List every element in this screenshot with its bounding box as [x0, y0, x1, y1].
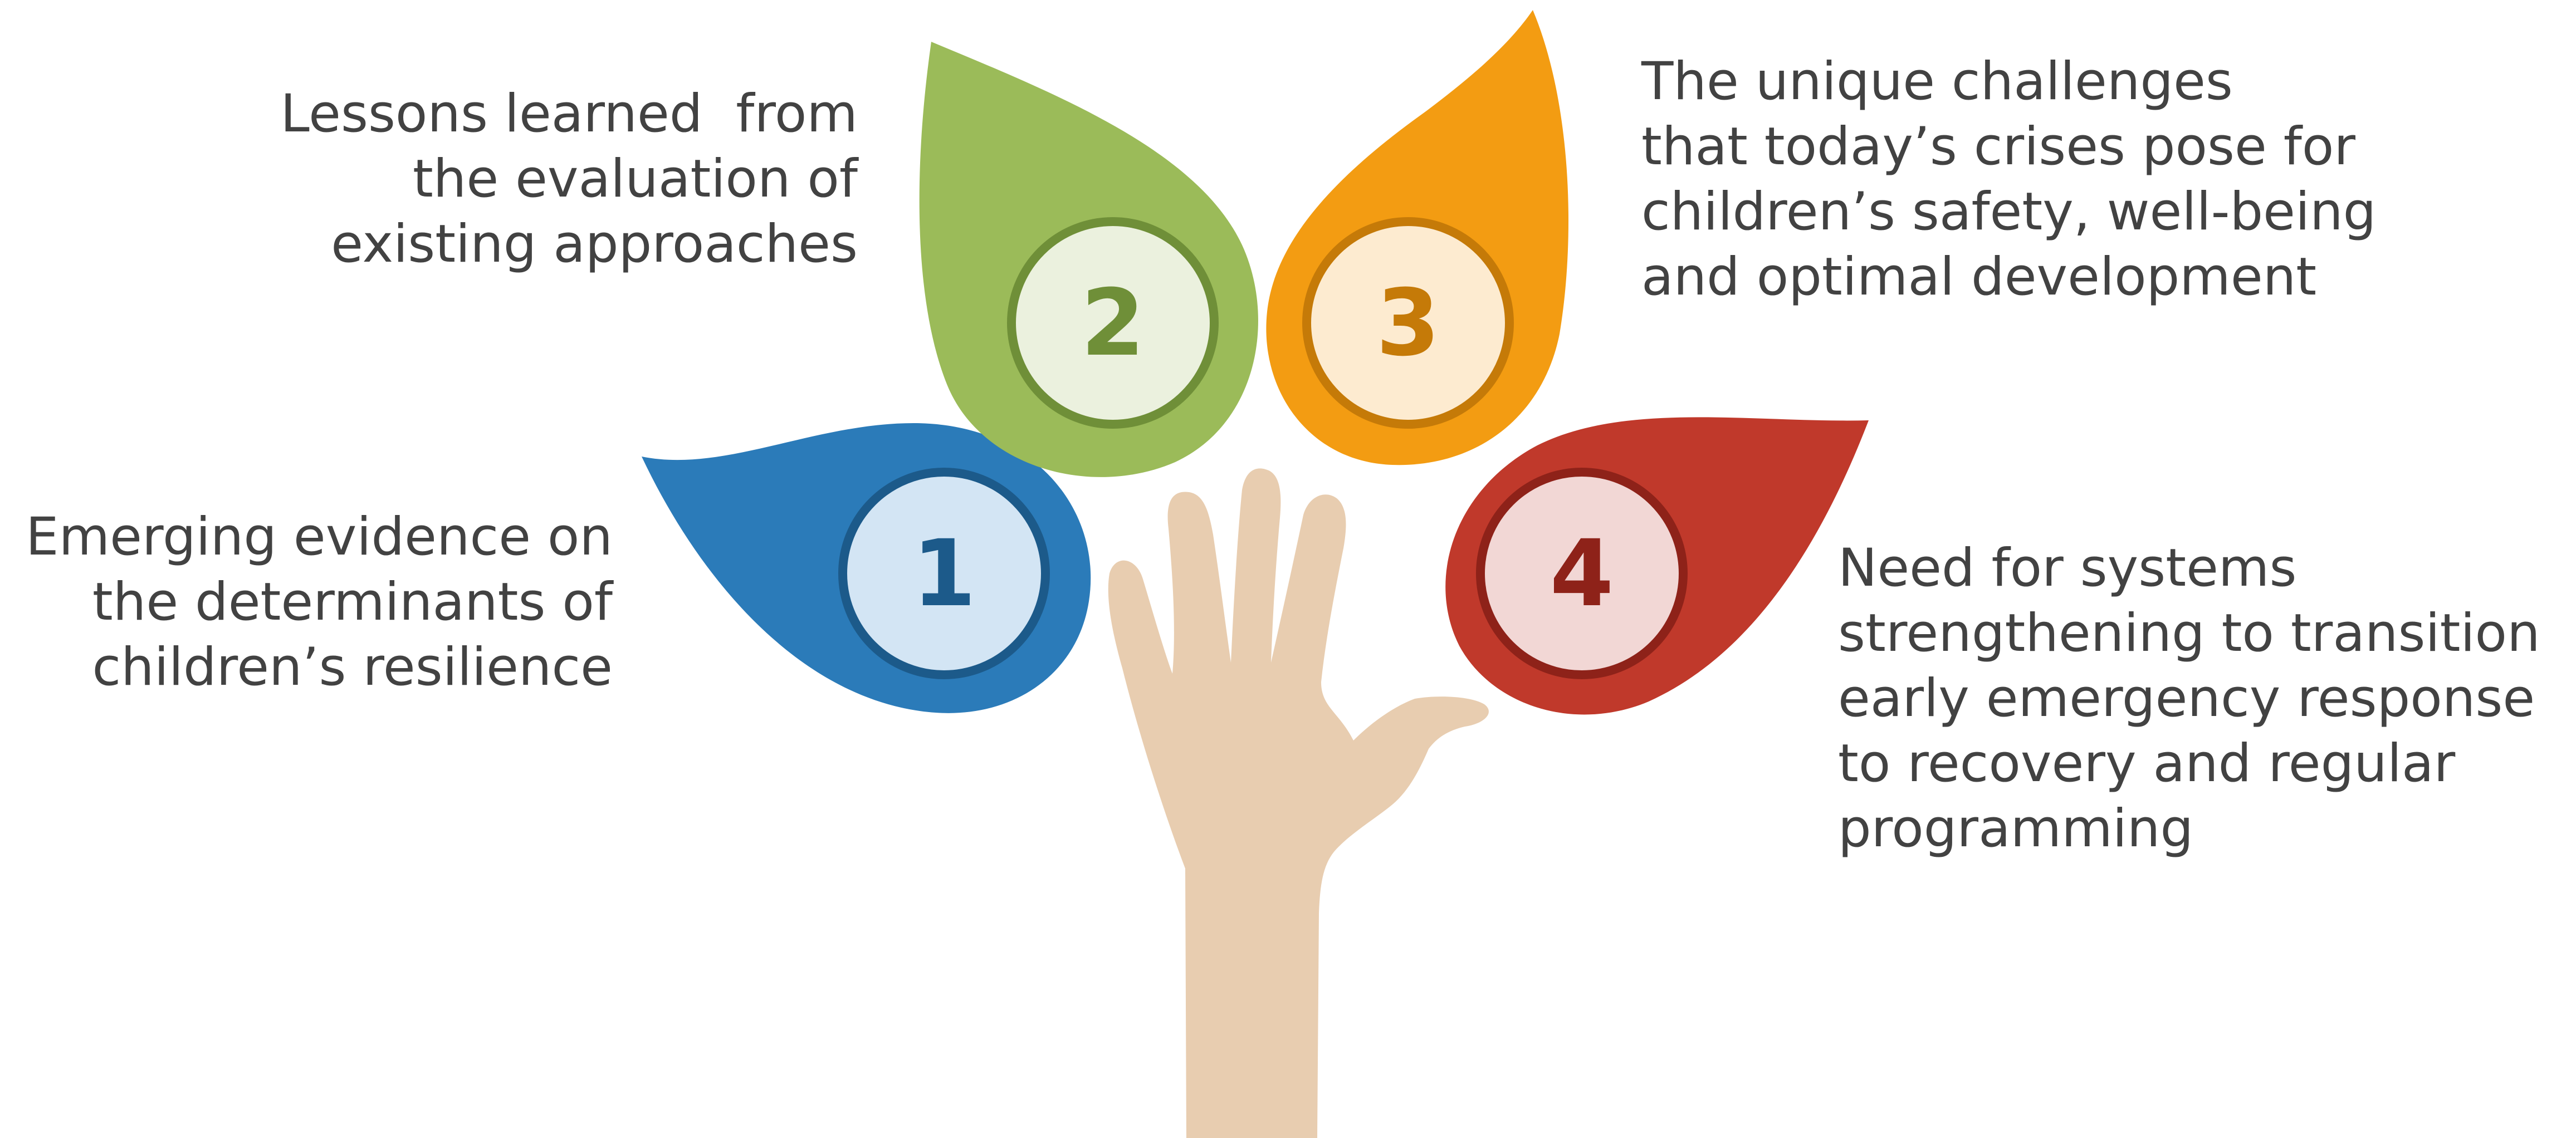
number-circle-3 — [1302, 217, 1514, 429]
caption-4-line-5: programming — [1838, 798, 2194, 859]
petal-2: 2 — [919, 42, 1258, 477]
caption-4-line-4: to recovery and regular — [1838, 733, 2456, 794]
caption-3-line-3: children’s safety, well-being — [1641, 182, 2377, 242]
number-label-2: 2 — [1081, 269, 1145, 376]
number-label-1: 1 — [912, 520, 976, 627]
caption-3-line-2: that today’s crises pose for — [1641, 116, 2355, 177]
caption-2-line-3: existing approaches — [331, 214, 858, 274]
caption-4-line-3: early emergency response — [1838, 668, 2535, 729]
caption-2-line-1: Lessons learned from — [280, 84, 858, 144]
caption-1: Emerging evidence on the determinants of… — [0, 504, 613, 700]
caption-2-line-2: the evaluation of — [412, 149, 858, 209]
caption-2: Lessons learned from the evaluation of e… — [189, 81, 858, 277]
petal-4: 4 — [1445, 417, 1869, 715]
number-label-4: 4 — [1550, 520, 1614, 627]
petal-3: 3 — [1266, 10, 1569, 465]
number-circle-4 — [1476, 468, 1688, 679]
caption-1-line-1: Emerging evidence on — [26, 507, 613, 567]
caption-4-line-1: Need for systems — [1838, 538, 2297, 599]
number-circle-2 — [1007, 217, 1219, 429]
caption-1-line-3: children’s resilience — [92, 637, 613, 698]
caption-3-line-1: The unique challenges — [1641, 51, 2233, 112]
caption-4-line-2: strengthening to transition — [1838, 603, 2540, 664]
number-circle-1 — [838, 468, 1050, 679]
number-label-3: 3 — [1376, 269, 1440, 376]
hand-shape — [1108, 468, 1489, 1138]
petal-1: 1 — [642, 423, 1091, 713]
caption-4: Need for systems strengthening to transi… — [1838, 536, 2562, 861]
caption-1-line-2: the determinants of — [92, 572, 613, 632]
caption-3: The unique challenges that today’s crise… — [1641, 49, 2421, 310]
hand-icon — [1108, 468, 1489, 1138]
caption-3-line-4: and optimal development — [1641, 247, 2317, 307]
